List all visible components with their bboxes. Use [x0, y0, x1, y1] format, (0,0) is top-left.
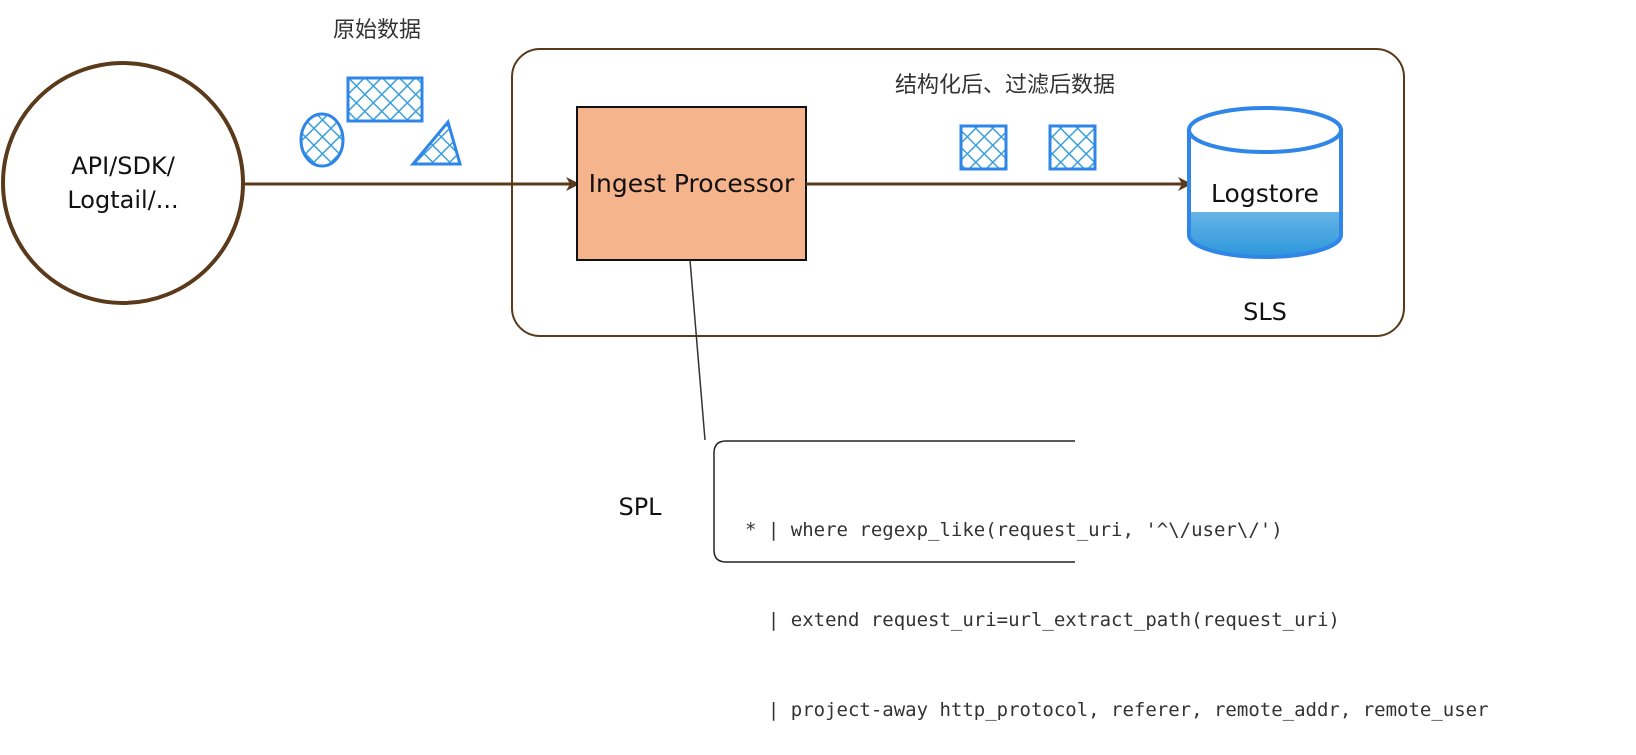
spl-code-block: * | where regexp_like(request_uri, '^\/u…: [745, 455, 1489, 755]
source-node-label-line2: Logtail/...: [67, 186, 179, 214]
spl-code-bracket: [713, 440, 1075, 563]
processor-node-label: Ingest Processor: [588, 169, 795, 198]
sls-container: [511, 48, 1405, 337]
processed-data-label: 结构化后、过滤后数据: [895, 73, 1116, 98]
processed-data-square-icon-1: [959, 124, 1008, 171]
spl-code-line: | extend request_uri=url_extract_path(re…: [745, 609, 1340, 631]
source-node-label: API/SDK/ Logtail/...: [43, 149, 203, 217]
spl-label: SPL: [618, 493, 662, 521]
spl-code-line: * | where regexp_like(request_uri, '^\/u…: [745, 519, 1283, 541]
processed-data-shapes: [959, 124, 1097, 171]
spl-connector-line: [689, 259, 706, 441]
raw-data-ellipse-icon: [299, 112, 345, 168]
logstore-cylinder-icon: [1187, 106, 1343, 259]
processed-data-square-icon-2: [1048, 124, 1097, 171]
logstore-node-label: Logstore: [1211, 179, 1319, 208]
raw-data-label: 原始数据: [333, 18, 422, 43]
source-node-label-line1: API/SDK/: [71, 152, 175, 180]
spl-code-line: | project-away http_protocol, referer, r…: [745, 699, 1489, 721]
processor-node-box: [576, 106, 807, 261]
raw-data-triangle-icon: [409, 118, 462, 166]
raw-data-shapes: [299, 76, 462, 168]
sls-container-label: SLS: [1243, 298, 1287, 326]
diagram-canvas: [1, 48, 1405, 563]
raw-data-rectangle-icon: [346, 76, 424, 123]
